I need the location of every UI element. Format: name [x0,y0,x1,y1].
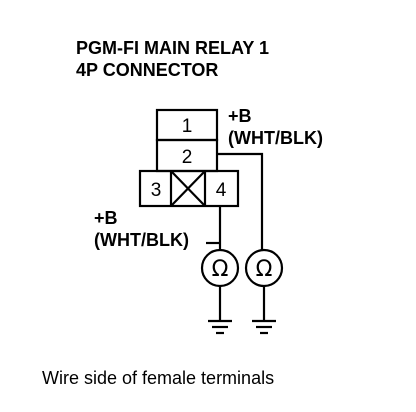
pin-4-label: 4 [216,180,227,201]
lower-b-label: +B [94,208,118,228]
lower-wire-color-label: (WHT/BLK) [94,230,189,250]
connector-bottom-row [138,169,240,208]
pin-1-label: 1 [182,116,193,137]
wire-terminal-2 [217,152,264,250]
pin-2-label: 2 [182,147,193,168]
ohm-symbol-left: Ω [212,257,229,282]
upper-wire-color-label: (WHT/BLK) [228,128,323,148]
ground-right-icon [252,319,276,335]
upper-b-label: +B [228,106,252,126]
blank-cavity-x-icon [170,170,206,207]
ohm-symbol-right: Ω [256,257,273,282]
ground-left-icon [208,319,232,335]
diagram-title-line2: 4P CONNECTOR [76,60,219,80]
diagram-title-line1: PGM-FI MAIN RELAY 1 [76,38,270,58]
diagram-caption: Wire side of female terminals [42,368,275,388]
pin-3-label: 3 [151,180,162,201]
